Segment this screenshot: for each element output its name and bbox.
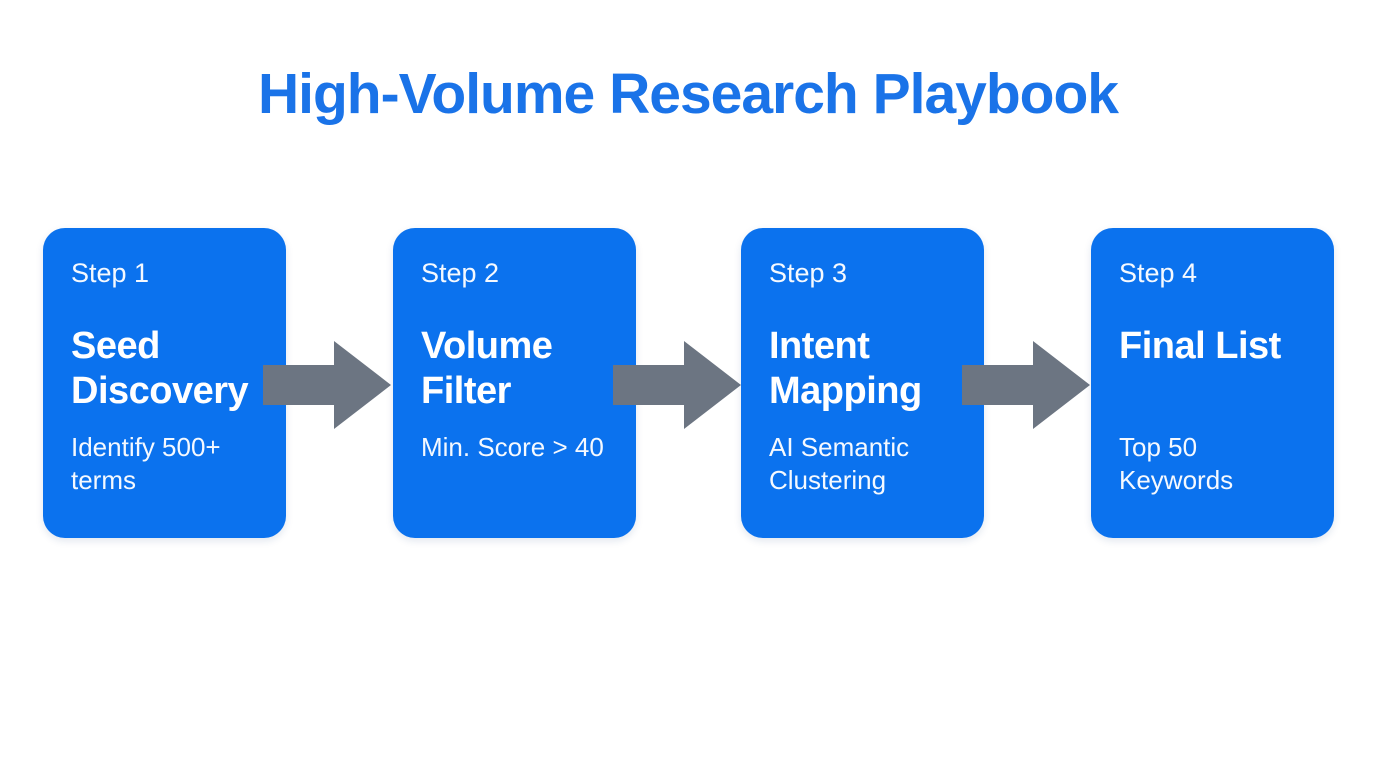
step-heading: Intent Mapping [769, 325, 922, 412]
flow-arrow-icon [613, 341, 741, 429]
step-card-1: Step 1 Seed Discovery Identify 500+ term… [43, 228, 286, 538]
page-title: High-Volume Research Playbook [257, 62, 1119, 126]
step-number-label: Step 1 [71, 258, 150, 288]
step-detail: AI Semantic Clustering [769, 432, 910, 495]
step-heading: Final List [1119, 325, 1281, 367]
step-detail: Min. Score > 40 [421, 432, 604, 462]
step-heading: Seed Discovery [71, 325, 249, 412]
step-number-label: Step 2 [421, 258, 500, 288]
flow-arrow-icon [263, 341, 391, 429]
step-detail: Identify 500+ terms [71, 432, 221, 495]
step-detail: Top 50 Keywords [1119, 432, 1234, 495]
step-number-label: Step 4 [1119, 258, 1198, 288]
step-card-4: Step 4 Final List Top 50 Keywords [1091, 228, 1334, 538]
step-card-2: Step 2 Volume Filter Min. Score > 40 [393, 228, 636, 538]
step-heading: Volume Filter [421, 325, 553, 412]
flow-arrow-icon [962, 341, 1090, 429]
step-number-label: Step 3 [769, 258, 848, 288]
step-card-3: Step 3 Intent Mapping AI Semantic Cluste… [741, 228, 984, 538]
